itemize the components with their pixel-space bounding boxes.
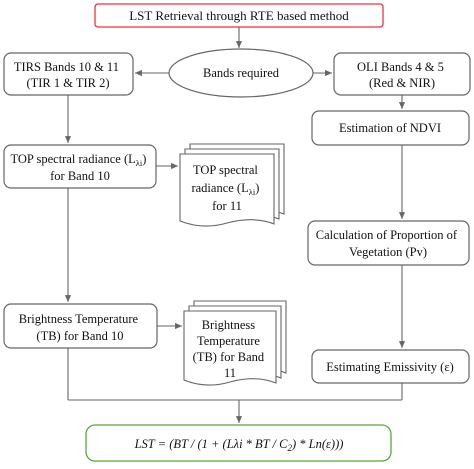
- emissivity-text: Estimating Emissivity (ε): [326, 360, 453, 374]
- top-radiance-band10-text: TOP spectral radiance (Lλi) for Band 10: [10, 152, 149, 183]
- bands-required-text: Bands required: [203, 66, 280, 80]
- ndvi-text: Estimation of NDVI: [339, 121, 441, 135]
- bt-band10-text: Brightness Temperature (TB) for Band 10: [19, 312, 141, 343]
- bt-band11-stack: [183, 300, 287, 386]
- emissivity-box: [311, 349, 470, 384]
- tirs-text: TIRS Bands 10 & 11 (TIR 1 & TIR 2): [14, 60, 122, 90]
- bt-band11-text: Brightness Temperature (TB) for Band 11: [193, 318, 268, 380]
- top-radiance-band11-text: TOP spectral radiance (Lλi) for 11: [191, 163, 262, 213]
- lst-equation-box: [85, 424, 392, 462]
- stack-sheet-front: [179, 153, 275, 227]
- top-radiance-band11-stack: [179, 143, 285, 227]
- pv-text: Calculation of Proportion of Vegetation …: [316, 228, 460, 259]
- pv-box: [307, 220, 470, 266]
- ndvi-box: [311, 110, 470, 146]
- title-text: LST Retrieval through RTE based method: [129, 8, 349, 23]
- stack-sheet-front: [183, 310, 277, 386]
- oli-text: OLI Bands 4 & 5 (Red & NIR): [357, 60, 447, 90]
- lst-equation-text: LST = (BT / (1 + (Lλi * BT / C2) * Ln(ε)…: [134, 437, 344, 453]
